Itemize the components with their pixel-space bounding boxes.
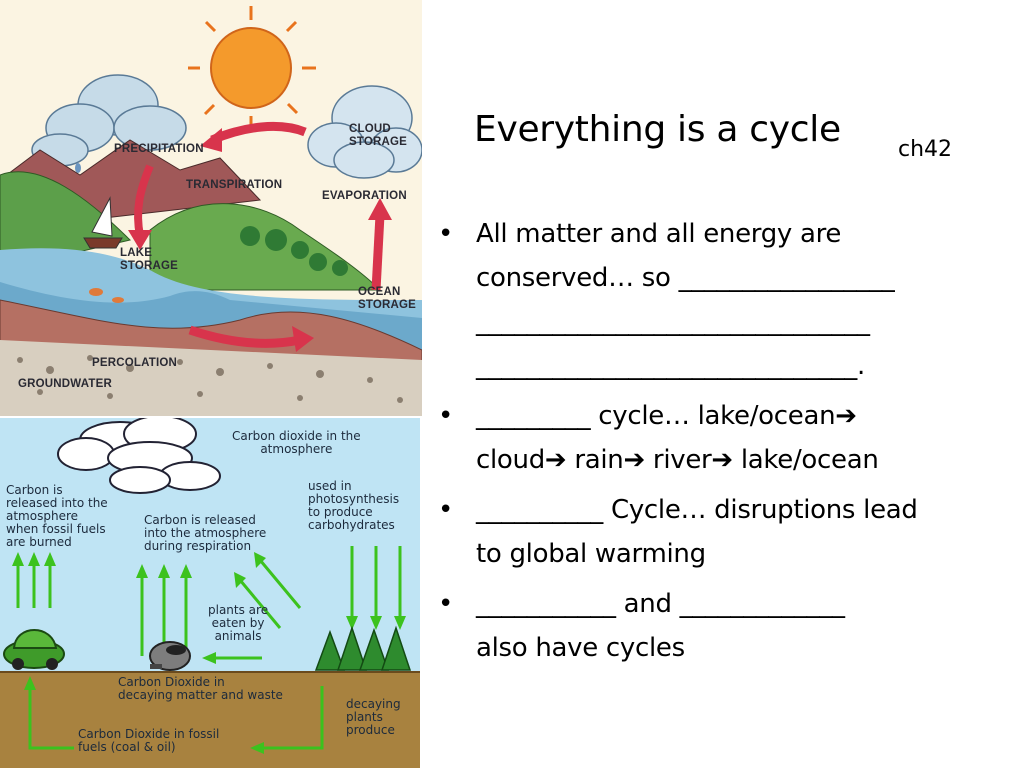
bullet-line: also have cycles — [476, 633, 685, 663]
bullet-line: _________ cycle… lake/ocean➔ — [476, 401, 857, 431]
respiration-label: Carbon is released into the atmosphere d… — [144, 513, 267, 553]
precipitation-label: PRECIPITATION — [114, 143, 204, 155]
bullet-dot: • — [438, 401, 454, 431]
bullet-item: • ___________ and _____________ also hav… — [438, 582, 1018, 670]
decaying-plants-label: decaying plants produce — [346, 697, 401, 737]
arrow-icon — [200, 128, 222, 152]
raccoon-icon — [149, 641, 191, 671]
ocean-storage-label: OCEAN STORAGE — [358, 286, 417, 311]
rain-cloud-icon — [31, 74, 187, 167]
sun-icon — [188, 6, 316, 128]
cloud-storage-label: CLOUD STORAGE — [349, 123, 408, 148]
bullet-dot: • — [438, 589, 454, 619]
gravel-pattern — [17, 355, 403, 403]
percolation-label: PERCOLATION — [92, 357, 178, 369]
slide-code: ch42 — [898, 137, 953, 162]
arrow-icon — [368, 198, 392, 220]
slide-title: Everything is a cycle — [474, 109, 841, 150]
transpiration-label: TRANSPIRATION — [186, 179, 283, 191]
car-icon — [3, 629, 65, 670]
arrow-icon — [128, 230, 152, 250]
bullet-dot: • — [438, 219, 454, 249]
fish-icon — [89, 288, 124, 303]
evaporation-label: EVAPORATION — [322, 190, 407, 202]
lake-storage-label: LAKE STORAGE — [120, 247, 179, 272]
bullet-item: • _________ cycle… lake/ocean➔ cloud➔ ra… — [438, 394, 1018, 482]
carbon-cycle-illustration: Carbon dioxide in the atmosphere Carbon … — [0, 418, 420, 768]
water-cycle-illustration: PRECIPITATION CLOUD STORAGE TRANSPIRATIO… — [0, 0, 422, 416]
eaten-label: plants are eaten by animals — [208, 603, 269, 643]
groundwater-label: GROUNDWATER — [18, 378, 112, 390]
arrow-icon — [292, 326, 314, 352]
carbon-cycle-drawing — [0, 418, 420, 768]
bullet-line: ______________________________. — [476, 351, 865, 381]
bullet-line: All matter and all energy are — [476, 219, 842, 249]
bullet-line: cloud➔ rain➔ river➔ lake/ocean — [476, 445, 879, 475]
decaying-matter-label: Carbon Dioxide in decaying matter and wa… — [118, 675, 283, 702]
carbon-arrows — [16, 546, 402, 750]
arrow-heads — [12, 552, 406, 754]
fossil-fuels-label: Carbon Dioxide in fossil fuels (coal & o… — [78, 727, 220, 754]
bullet-line: conserved… so _________________ — [476, 263, 895, 293]
trees-icon — [240, 226, 348, 276]
bullet-list: • All matter and all energy are conserve… — [438, 212, 1018, 676]
bullet-line: ___________ and _____________ — [476, 589, 845, 619]
cloud-icon — [57, 418, 221, 494]
atmosphere-label: Carbon dioxide in the atmosphere — [232, 429, 361, 456]
water-cycle-drawing — [0, 0, 422, 416]
sailboat-icon — [83, 196, 123, 249]
fossil-release-label: Carbon is released into the atmosphere w… — [6, 483, 108, 549]
bullet-dot: • — [438, 495, 454, 525]
photosynthesis-label: used in photosynthesis to produce carboh… — [308, 479, 400, 532]
pine-trees-icon — [314, 625, 412, 671]
bullet-line: _______________________________ — [476, 307, 870, 337]
storage-cloud-icon — [307, 85, 422, 179]
bullet-line: to global warming — [476, 539, 706, 569]
bullet-item: • __________ Cycle… disruptions lead to … — [438, 488, 1018, 576]
bullet-item: • All matter and all energy are conserve… — [438, 212, 1018, 388]
bullet-line: __________ Cycle… disruptions lead — [476, 495, 918, 525]
